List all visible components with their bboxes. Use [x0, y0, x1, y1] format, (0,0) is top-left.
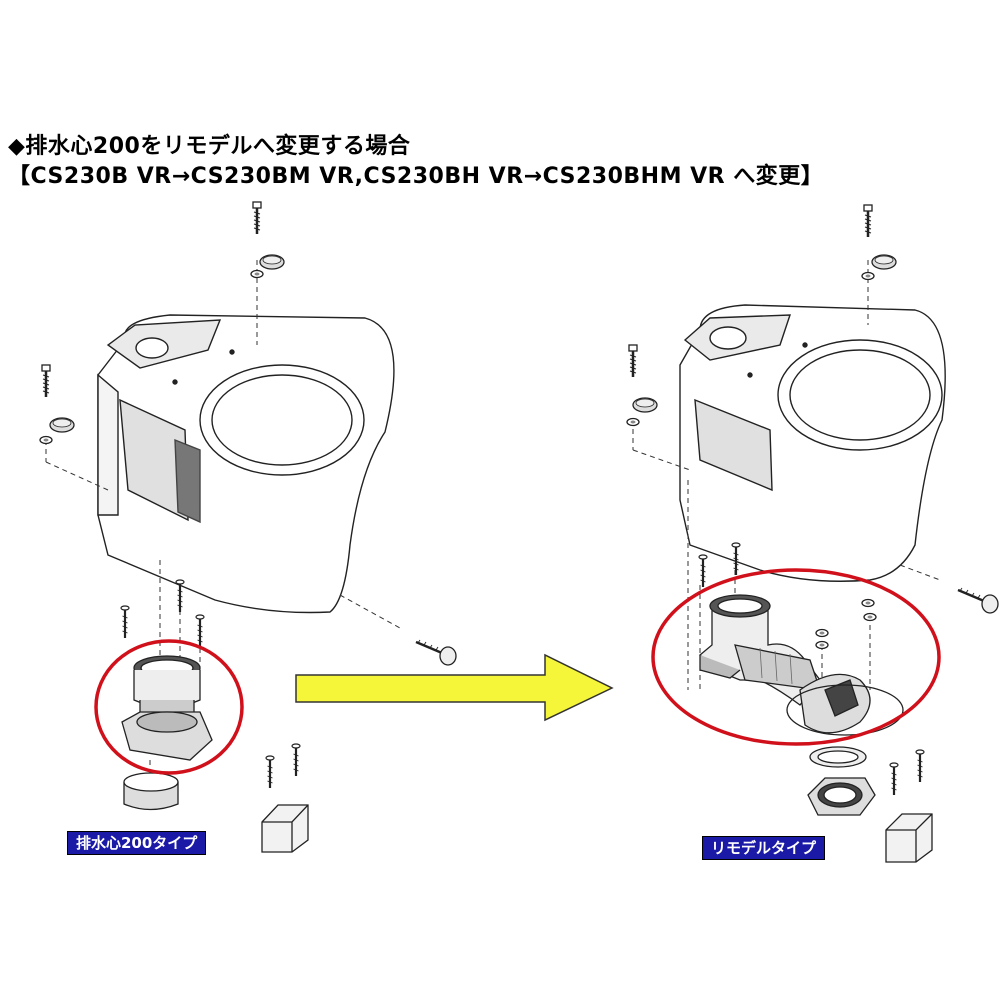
screw-icon [119, 604, 131, 640]
washer-icon [863, 612, 877, 622]
floor-flange-icon [807, 777, 876, 816]
floor-flange-bracket-icon [261, 804, 309, 853]
bolt-cap-icon [871, 254, 897, 270]
toilet-bowl-left [97, 314, 395, 614]
drain-gasket-icon [809, 746, 867, 768]
change-direction-arrow [295, 653, 614, 722]
drain-ring-icon [123, 772, 179, 811]
washer-icon [250, 269, 264, 279]
washer-icon [861, 598, 875, 608]
toilet-bowl-right [679, 304, 946, 582]
screw-icon [290, 742, 302, 778]
washer-icon [39, 435, 53, 445]
remodel-drain-pipe-icon [698, 594, 904, 736]
screw-icon [264, 754, 276, 790]
side-fixing-screw-icon [414, 638, 458, 667]
side-fixing-screw-icon [956, 586, 1000, 615]
diagram-heading: ◆排水心200をリモデルへ変更する場合 [8, 134, 411, 159]
washer-icon [861, 271, 875, 281]
bolt-cap-icon [49, 417, 75, 433]
floor-flange-bracket-icon [885, 813, 933, 863]
drain-200-type-label: 排水心200タイプ [67, 831, 207, 855]
screw-icon [697, 553, 709, 589]
washer-icon [626, 417, 640, 427]
screw-icon [914, 748, 926, 784]
screw-icon [194, 613, 206, 649]
tank-bolt-icon [627, 343, 639, 379]
tank-bolt-icon [862, 203, 874, 239]
remodel-type-label: リモデルタイプ [702, 836, 826, 860]
washer-icon [815, 640, 829, 650]
tank-bolt-icon [251, 200, 263, 236]
screw-icon [888, 761, 900, 797]
washer-icon [815, 628, 829, 638]
drain-socket-200-icon [121, 655, 213, 761]
highlight-ring-right [651, 568, 941, 746]
tank-bolt-icon [40, 363, 52, 399]
model-change-subheading: 【CS230B VR→CS230BM VR,CS230BH VR→CS230BH… [8, 164, 824, 189]
bolt-cap-icon [259, 254, 285, 270]
bolt-cap-icon [632, 397, 658, 413]
highlight-ring-left [94, 639, 244, 775]
